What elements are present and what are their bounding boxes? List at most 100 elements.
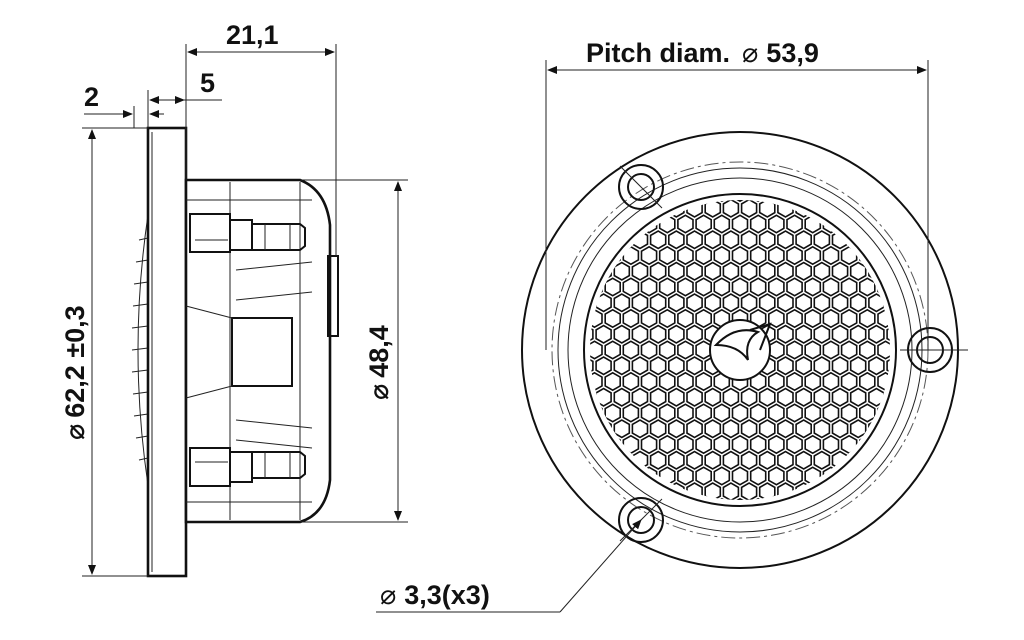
grille-hex-cell xyxy=(877,340,890,360)
grille-hex-cell xyxy=(731,403,749,423)
grille-hex-cell xyxy=(786,403,803,423)
grille-hex-cell xyxy=(704,419,722,439)
grille-hex-cell xyxy=(695,466,712,486)
brand-logo-icon xyxy=(709,319,772,381)
grille-hex-cell xyxy=(786,214,803,234)
grille-hex-cell xyxy=(786,434,803,455)
grille-hex-cell xyxy=(677,340,694,360)
grille-hex-cell xyxy=(758,230,776,250)
side-dome-mesh xyxy=(137,214,149,486)
grille-hex-cell xyxy=(804,245,822,266)
grille-hex-cell xyxy=(777,293,794,313)
grille-hex-cell xyxy=(786,277,803,297)
grille-hex-cell xyxy=(795,324,812,344)
grille-hex-cell xyxy=(822,403,840,423)
grille-hex-cell xyxy=(640,403,658,423)
grille-hex-cell xyxy=(677,434,694,455)
grille-hex-cell xyxy=(658,340,676,360)
grille-hex-cell xyxy=(640,245,658,266)
grille-hex-cell xyxy=(713,497,731,500)
grille-hex-cell xyxy=(795,387,812,407)
grille-hex-cell xyxy=(813,450,831,470)
grille-hex-cell xyxy=(658,277,676,297)
grille-hex-cell xyxy=(649,356,667,376)
grille-hex-cell xyxy=(749,200,767,203)
side-dome-hatch xyxy=(131,237,149,461)
grille-hex-cell xyxy=(740,387,758,407)
grille-hex-cell xyxy=(686,419,703,439)
grille-hex-cell xyxy=(590,324,594,344)
grille-hex-cell xyxy=(758,293,776,313)
grille-hex-cell xyxy=(822,340,840,360)
grille-hex-cell xyxy=(813,387,831,407)
grille-hex-cell xyxy=(786,308,803,329)
grille-hex-cell xyxy=(731,245,749,266)
grille-hex-cell xyxy=(877,371,890,392)
grille-hex-cell xyxy=(686,387,703,407)
grille-hex-cell xyxy=(686,230,703,250)
grille-hex-cell xyxy=(631,419,649,439)
grille-hex-cell xyxy=(840,371,858,392)
grille-hex-cell xyxy=(631,387,649,407)
grille-hex-cell xyxy=(604,245,621,266)
grille-hex-cell xyxy=(722,230,740,250)
grille-hex-cell xyxy=(777,261,794,281)
grille-hex-cell xyxy=(786,340,803,360)
grille-hex-cell xyxy=(613,261,631,281)
grille-hex-cell xyxy=(731,497,749,500)
grille-hex-cell xyxy=(886,324,890,344)
grille-hex-cell xyxy=(704,450,722,470)
grille-hex-cell xyxy=(868,293,885,313)
grille-hex-cell xyxy=(722,482,740,500)
grille-hex-cell xyxy=(604,434,621,455)
grille-hex-cell xyxy=(749,277,767,297)
grille-hex-cell xyxy=(695,403,712,423)
grille-hex-cell xyxy=(590,356,594,376)
grille-hex-cell xyxy=(695,371,712,392)
grille-hex-cell xyxy=(795,419,812,439)
grille-hex-cell xyxy=(668,324,685,344)
grille-hex-cell xyxy=(640,340,658,360)
grille-hex-cell xyxy=(813,230,831,250)
grille-hex-cell xyxy=(849,356,867,376)
grille-hex-cell xyxy=(768,340,785,360)
grille-hex-cell xyxy=(622,308,640,329)
grille-hex-cell xyxy=(859,371,876,392)
grille-hex-cell xyxy=(804,340,822,360)
grille-hex-cell xyxy=(831,419,849,439)
grille-hex-cell xyxy=(795,293,812,313)
grille-hex-cell xyxy=(631,356,649,376)
grille-hex-cell xyxy=(749,214,767,234)
grille-hex-cell xyxy=(686,450,703,470)
grille-hex-cell xyxy=(713,200,731,203)
side-flange xyxy=(146,126,188,578)
grille-hex-cell xyxy=(840,403,858,423)
grille-hex-cell xyxy=(722,293,740,313)
dim-depth-label: 21,1 xyxy=(226,20,279,50)
grille-hex-cell xyxy=(722,387,740,407)
grille-hex-cell xyxy=(649,230,667,250)
grille-hex-cell xyxy=(713,466,731,486)
grille-hex-cell xyxy=(813,293,831,313)
grille-hex-cell xyxy=(768,371,785,392)
grille-hex-cell xyxy=(777,419,794,439)
grille-hex-cell xyxy=(840,308,858,329)
grille-hex-cell xyxy=(777,324,794,344)
grille-hex-cell xyxy=(768,277,785,297)
dim-pitch-diameter-label: Pitch diam.⌀53,9 xyxy=(586,38,819,68)
grille-hex-cell xyxy=(622,371,640,392)
grille-hex-cell xyxy=(813,356,831,376)
grille-hex-cell xyxy=(631,293,649,313)
grille-hex-cell xyxy=(595,293,612,313)
grille-hex-cell xyxy=(686,261,703,281)
grille-hex-cell xyxy=(658,371,676,392)
upper-terminal xyxy=(189,213,306,253)
grille-hex-cell xyxy=(758,200,776,218)
grille-hex-cell xyxy=(704,482,722,500)
grille-hex-cell xyxy=(795,230,812,250)
grille-hex-cell xyxy=(758,482,776,500)
grille-hex-cell xyxy=(740,261,758,281)
lower-terminal xyxy=(189,447,306,487)
grille-hex-cell xyxy=(677,308,694,329)
front-grille-rim xyxy=(583,193,897,507)
